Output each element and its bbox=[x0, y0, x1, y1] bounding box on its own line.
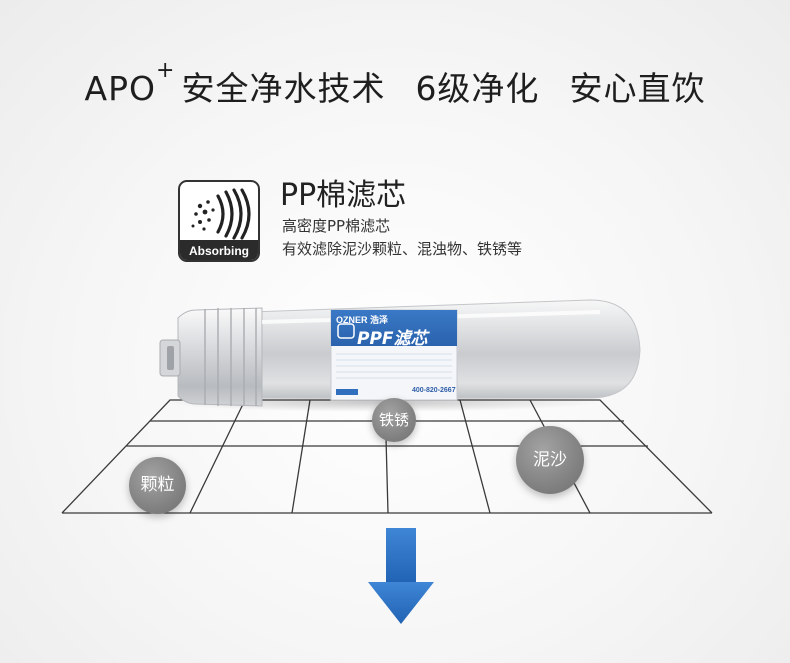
particle-grains: 颗粒 bbox=[129, 457, 186, 514]
filter-title: PP棉滤芯 bbox=[280, 178, 407, 213]
filter-subtitle: 高密度PP棉滤芯 bbox=[282, 217, 391, 235]
particle-sand: 泥沙 bbox=[516, 426, 584, 494]
label-product-name: PPF滤芯 bbox=[357, 329, 428, 349]
particle-rust: 铁锈 bbox=[372, 398, 416, 442]
label-hotline: 400-820-2667 bbox=[412, 387, 456, 394]
headline-part3: 安心直饮 bbox=[569, 69, 706, 108]
filter-description: 有效滤除泥沙颗粒、混浊物、铁锈等 bbox=[282, 240, 523, 258]
absorbing-badge: Absorbing bbox=[178, 180, 260, 262]
badge-label: Absorbing bbox=[180, 240, 258, 260]
headline-plus: + bbox=[156, 58, 176, 83]
headline-part2: 6级净化 bbox=[415, 69, 540, 108]
down-arrow-icon bbox=[368, 528, 434, 624]
headline-apo: APO bbox=[84, 69, 156, 108]
headline-part1: 安全净水技术 bbox=[181, 69, 386, 108]
label-brand: OZNER 浩泽 bbox=[336, 315, 389, 325]
product-label bbox=[330, 309, 458, 401]
headline: APO+安全净水技术 6级净化安心直饮 bbox=[0, 58, 790, 110]
absorbing-waves-icon bbox=[191, 188, 251, 240]
